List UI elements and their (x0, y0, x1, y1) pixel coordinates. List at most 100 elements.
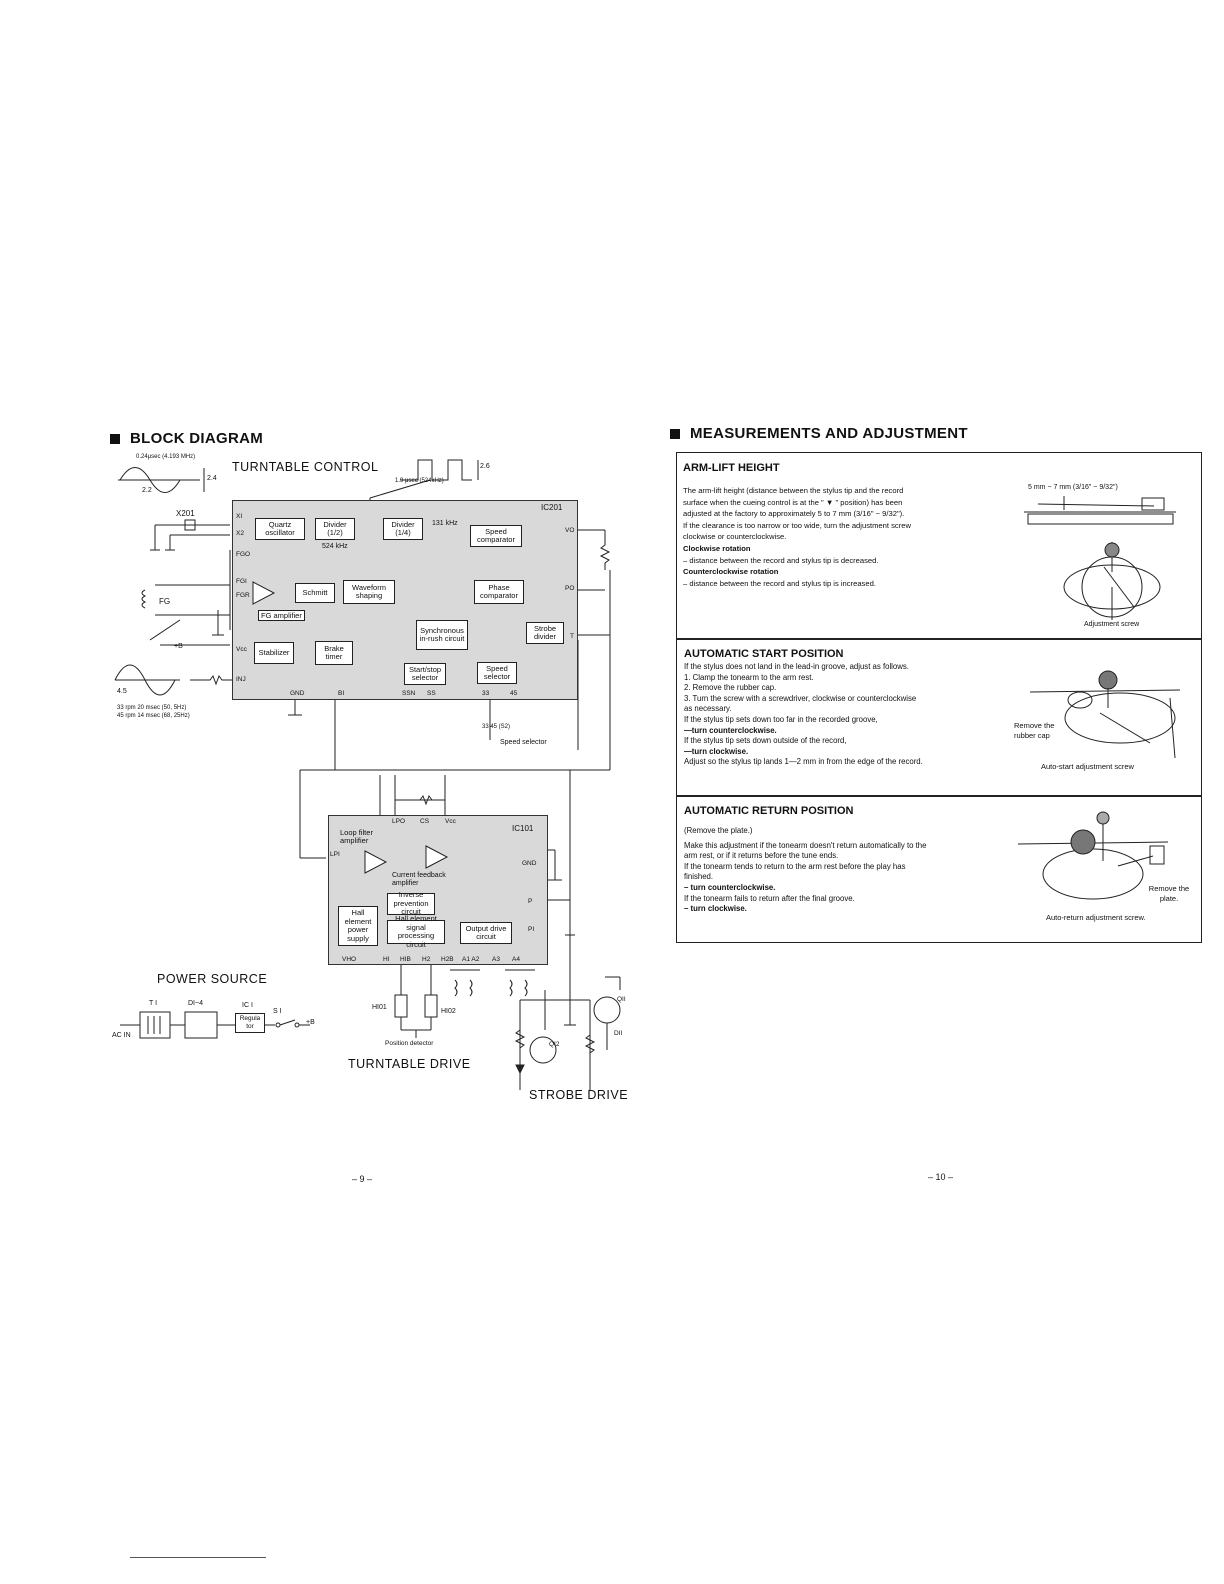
auto-start-text: If the stylus does not land in the lead-… (684, 662, 923, 768)
pin-a1a2: A1 A2 (462, 956, 480, 963)
pin-33: 33 (482, 690, 490, 697)
x201-label: X201 (176, 509, 195, 518)
block-diagram-wiring (114, 459, 621, 1090)
wave-amp-45: 4.5 (117, 688, 127, 695)
auto-return-screw-label: Auto-return adjustment screw. (1046, 913, 1146, 922)
divider-quarter-block: Divider (1/4) (383, 518, 423, 540)
d11-label: DII (614, 1030, 623, 1037)
s1-label: S I (273, 1008, 282, 1015)
pin-vcc2: Vcc (445, 818, 456, 825)
auto-start-line: 1. Clamp the tonearm to the arm rest. (684, 672, 814, 682)
auto-start-cw: —turn clockwise. (684, 746, 749, 756)
pin-p: P (528, 898, 533, 905)
pin-lpo: LPO (392, 818, 406, 825)
rpm33-label: 33 rpm 20 msec (50, 5Hz) (117, 705, 187, 711)
t1-label: T I (149, 1000, 158, 1007)
fg-label: FG (159, 597, 171, 606)
arm-lift-heading: ARM-LIFT HEIGHT (683, 462, 780, 474)
remove-plate-label: Remove the plate. (1148, 884, 1190, 903)
strobe-divider-block: Strobe divider (526, 622, 564, 644)
pin-ssn: SSN (402, 690, 416, 697)
stabilizer-block: Stabilizer (254, 642, 294, 664)
wave-amp-26: 2.6 (480, 463, 490, 470)
pin-h1b: HIB (400, 956, 411, 963)
inverse-prevention-block: Inverse prevention circuit (387, 891, 435, 916)
h101-label: HI01 (372, 1004, 387, 1011)
bullet-square-icon (670, 428, 680, 439)
phase-comparator-block: Phase comparator (474, 580, 524, 604)
block-diagram-title: BLOCK DIAGRAM (110, 430, 263, 447)
auto-return-note: (Remove the plate.) (684, 826, 753, 835)
pin-vcc: Vcc (236, 646, 247, 653)
divider-half-block: Divider (1/2) (315, 518, 355, 540)
q11-label: QII (617, 996, 626, 1003)
arm-lift-line: If the clearance is too narrow or too wi… (683, 520, 911, 530)
auto-start-screw-label: Auto-start adjustment screw (1041, 762, 1134, 771)
arm-lift-line: surface when the cueing control is at th… (683, 497, 903, 507)
auto-return-cw: – turn clockwise. (684, 904, 747, 914)
quartz-oscillator-block: Quartz oscillator (255, 518, 305, 540)
plus-b-label: +B (174, 643, 183, 650)
hall-power-supply-block: Hall element power supply (338, 906, 378, 946)
block-diagram-title-text: BLOCK DIAGRAM (130, 430, 264, 447)
freq-131-label: 131 kHz (432, 520, 458, 527)
clockwise-text: – distance between the record and stylus… (683, 555, 879, 565)
measurements-title-text: MEASUREMENTS AND ADJUSTMENT (690, 425, 968, 442)
clockwise-heading: Clockwise rotation (683, 543, 751, 553)
q12-label: QI2 (549, 1041, 560, 1048)
auto-start-line: as necessary. (684, 704, 732, 714)
auto-return-line: Make this adjustment if the tonearm does… (684, 840, 927, 850)
turntable-control-label: TURNTABLE CONTROL (232, 460, 379, 474)
waveform-shaping-block: Waveform shaping (343, 580, 395, 604)
page-number-9: – 9 – (352, 1174, 373, 1184)
fg-amplifier-symbol (252, 581, 276, 605)
freq-524-label: 524 kHz (322, 543, 348, 550)
wave-amp-22: 2.2 (142, 487, 152, 494)
auto-start-panel (676, 639, 1202, 796)
auto-start-ccw: —turn counterclockwise. (684, 725, 777, 735)
hall-signal-processing-block: Hall element signal processing circuit (387, 914, 445, 948)
auto-return-panel (676, 796, 1202, 943)
d1-4-label: DI~4 (188, 1000, 203, 1007)
auto-return-line: arm rest, or if it returns before the tu… (684, 851, 839, 861)
pin-fgo: FGO (236, 551, 251, 558)
pin-pi: PI (528, 926, 535, 933)
arm-lift-illustration (1024, 496, 1176, 620)
pulse-period-label: 1.9 μsec (524kHz) (395, 478, 444, 484)
ic1-label: IC I (242, 1002, 253, 1009)
auto-start-line: If the stylus does not land in the lead-… (684, 662, 909, 671)
power-source-label: POWER SOURCE (157, 972, 268, 986)
loop-filter-amp-symbol (364, 850, 388, 874)
auto-return-heading: AUTOMATIC RETURN POSITION (684, 805, 854, 817)
auto-start-line2: If the stylus tip sets down outside of t… (684, 736, 847, 746)
footer-link-rule (130, 1557, 266, 1558)
loop-filter-label: Loop filter amplifier (340, 828, 373, 845)
pin-ss: SS (427, 690, 436, 697)
speed-selector-block: Speed selector (477, 662, 517, 684)
brake-timer-block: Brake timer (315, 641, 353, 665)
pin-h2: H2 (422, 956, 431, 963)
counterclockwise-text: – distance between the record and stylus… (683, 578, 876, 588)
sync-inrush-block: Synchronous in-rush circuit (416, 620, 468, 650)
arm-lift-line: The arm-lift height (distance between th… (683, 486, 904, 495)
arm-lift-line: adjusted at the factory to approximately… (683, 509, 905, 519)
start-stop-selector-block: Start/stop selector (404, 663, 446, 685)
turntable-drive-label: TURNTABLE DRIVE (348, 1057, 471, 1071)
output-drive-block: Output drive circuit (460, 922, 512, 944)
pin-h2b: H2B (441, 956, 454, 963)
current-feedback-amp-symbol (425, 845, 449, 869)
quartz-frequency-label: 0.24μsec (4.193 MHz) (136, 454, 196, 460)
pin-fgr: FGR (236, 592, 250, 599)
remove-rubber-cap-label: Remove the rubber cap (1014, 721, 1055, 740)
pin-xi: XI (236, 513, 243, 520)
regulator-block: Regula tor (235, 1013, 265, 1033)
speed-selector-switch-label: Speed selector (500, 739, 547, 746)
pin-x2: X2 (236, 530, 244, 537)
arm-lift-text: The arm-lift height (distance between th… (683, 485, 911, 589)
speed-comparator-block: Speed comparator (470, 525, 522, 547)
pin-bi: BI (338, 690, 345, 697)
auto-start-line3: Adjust so the stylus tip lands 1—2 mm in… (684, 757, 923, 767)
position-detector-label: Position detector (385, 1040, 434, 1047)
auto-start-line: 2. Remove the rubber cap. (684, 683, 777, 693)
auto-return-line: finished. (684, 872, 714, 882)
